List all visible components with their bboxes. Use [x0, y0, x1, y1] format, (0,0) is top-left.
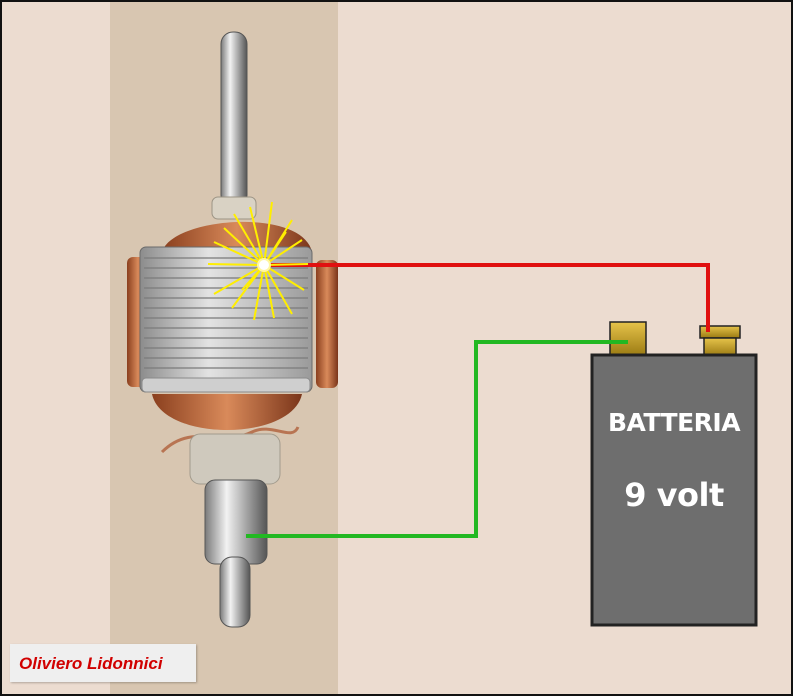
battery-voltage: 9 volt	[624, 476, 724, 514]
winding-leads	[160, 426, 300, 454]
battery-label: BATTERIA	[607, 408, 741, 437]
shaft-bottom	[219, 556, 251, 628]
lamination-lines	[144, 257, 308, 369]
shaft-top	[220, 31, 248, 208]
copper-winding-bottom	[152, 394, 302, 430]
author-name: Oliviero Lidonnici	[19, 654, 163, 673]
lamination-base	[141, 377, 311, 393]
spark-icon	[207, 201, 309, 321]
commutator-insulator	[189, 433, 281, 485]
battery-negative-terminal	[609, 321, 647, 357]
motor-armature-icon	[127, 31, 338, 628]
copper-winding-right	[316, 260, 338, 388]
author-credit: Oliviero Lidonnici	[10, 644, 196, 682]
battery-positive-terminal-base	[703, 337, 737, 357]
commutator	[204, 479, 268, 565]
positive-wire	[264, 263, 710, 332]
copper-winding-top	[162, 221, 312, 252]
battery-body	[590, 353, 758, 627]
negative-wire	[246, 340, 628, 538]
battery-icon	[590, 321, 758, 627]
top-collar	[211, 196, 257, 220]
